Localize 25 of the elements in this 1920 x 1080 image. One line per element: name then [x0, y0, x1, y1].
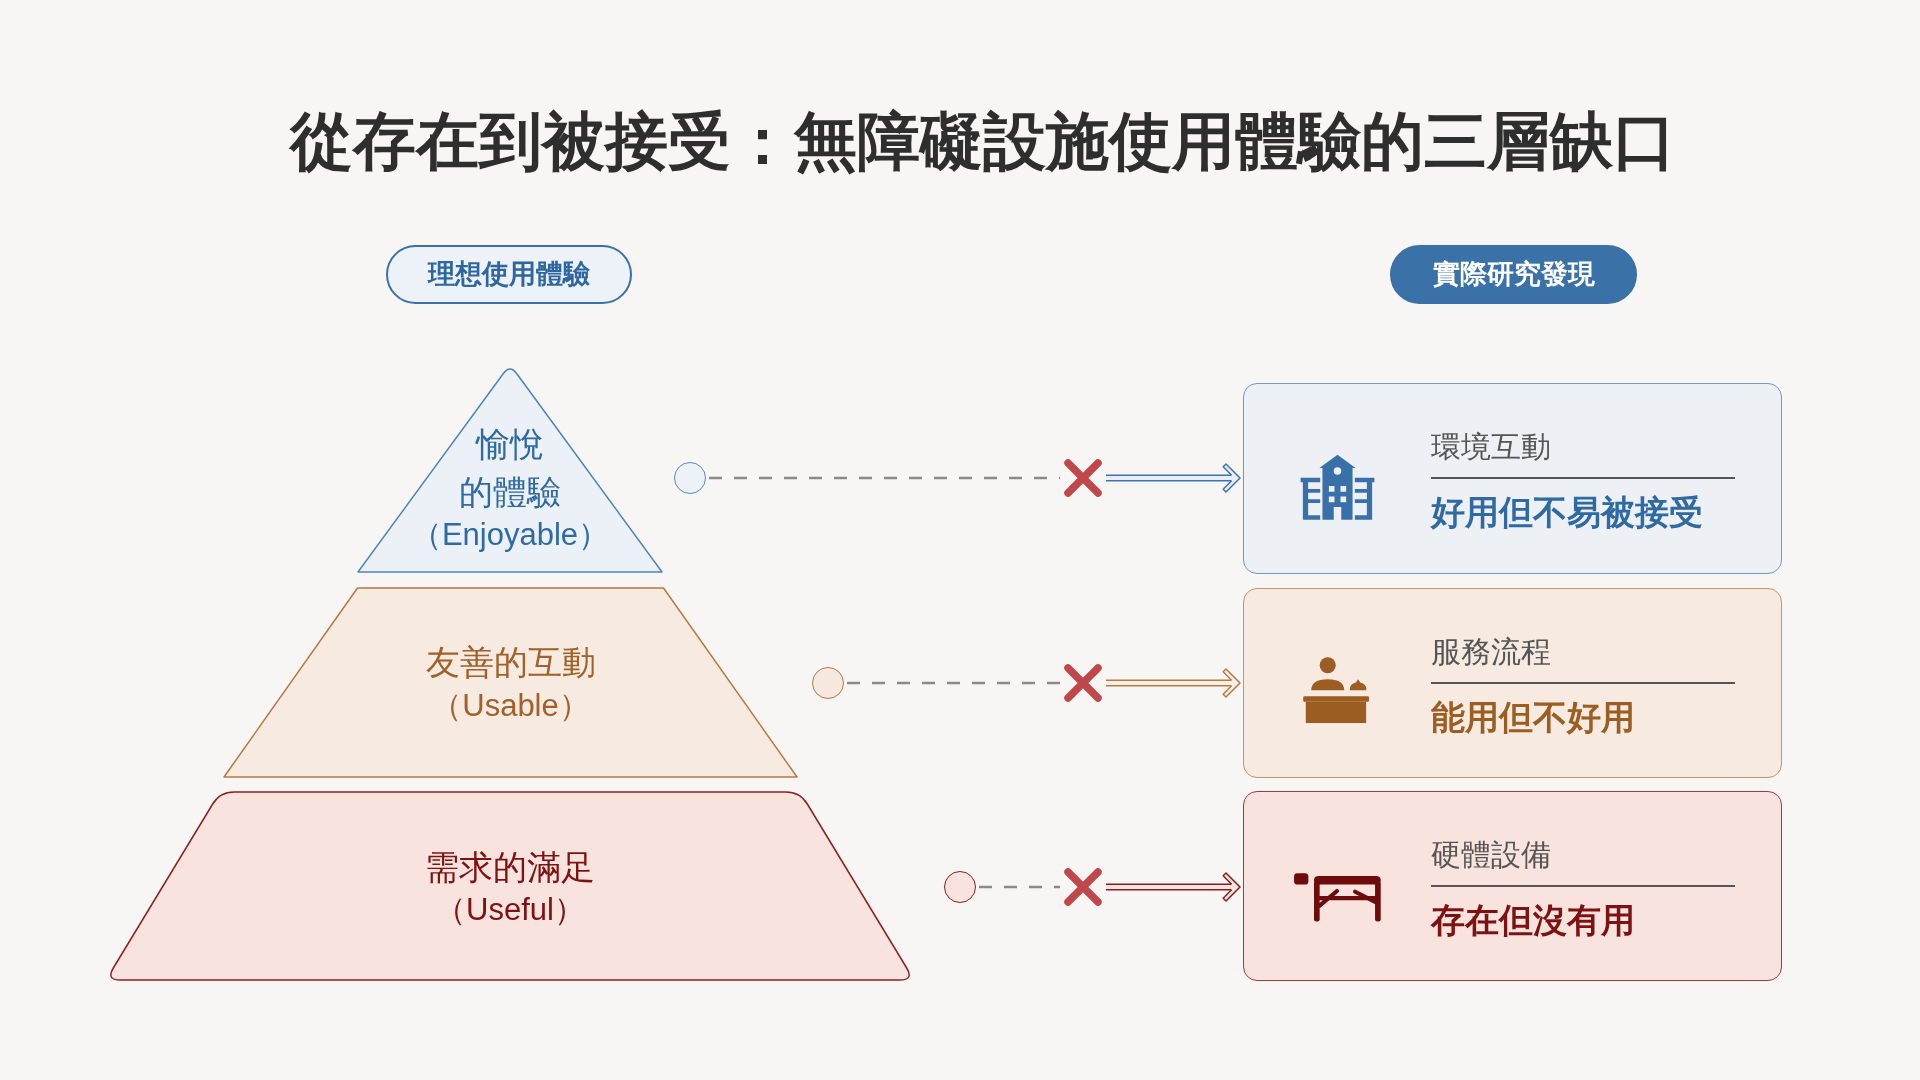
tier-subtitle: （Useful） — [435, 891, 585, 929]
card-heading: 服務流程 — [1431, 634, 1551, 670]
card-finding: 存在但沒有用 — [1431, 900, 1635, 941]
title: 從存在到被接受：無障礙設施使用體驗的三層缺口 — [290, 105, 1676, 178]
dashed-connector — [847, 681, 1060, 685]
tier-title: 需求的滿足 — [425, 847, 595, 888]
finding-card — [1243, 791, 1782, 981]
tier-subtitle: （Usable） — [431, 687, 590, 725]
section-label: 實際研究發現 — [1390, 245, 1637, 304]
card-heading: 硬體設備 — [1431, 837, 1551, 873]
section-label: 理想使用體驗 — [386, 245, 632, 304]
tier-subtitle: （Enjoyable） — [410, 516, 610, 554]
cross-icon — [1063, 663, 1103, 703]
tier-title: 友善的互動 — [425, 642, 596, 683]
finding-card — [1243, 383, 1782, 574]
pyramid-tier — [223, 587, 798, 778]
finding-card — [1243, 588, 1782, 778]
card-finding: 好用但不易被接受 — [1431, 492, 1703, 533]
cross-icon — [1063, 458, 1103, 498]
dashed-connector — [709, 476, 1060, 480]
dashed-connector — [979, 885, 1060, 889]
card-finding: 能用但不好用 — [1431, 697, 1635, 738]
card-heading: 環境互動 — [1431, 429, 1551, 465]
tier-title: 愉悅的體驗 — [458, 424, 562, 513]
cross-icon — [1063, 867, 1103, 907]
